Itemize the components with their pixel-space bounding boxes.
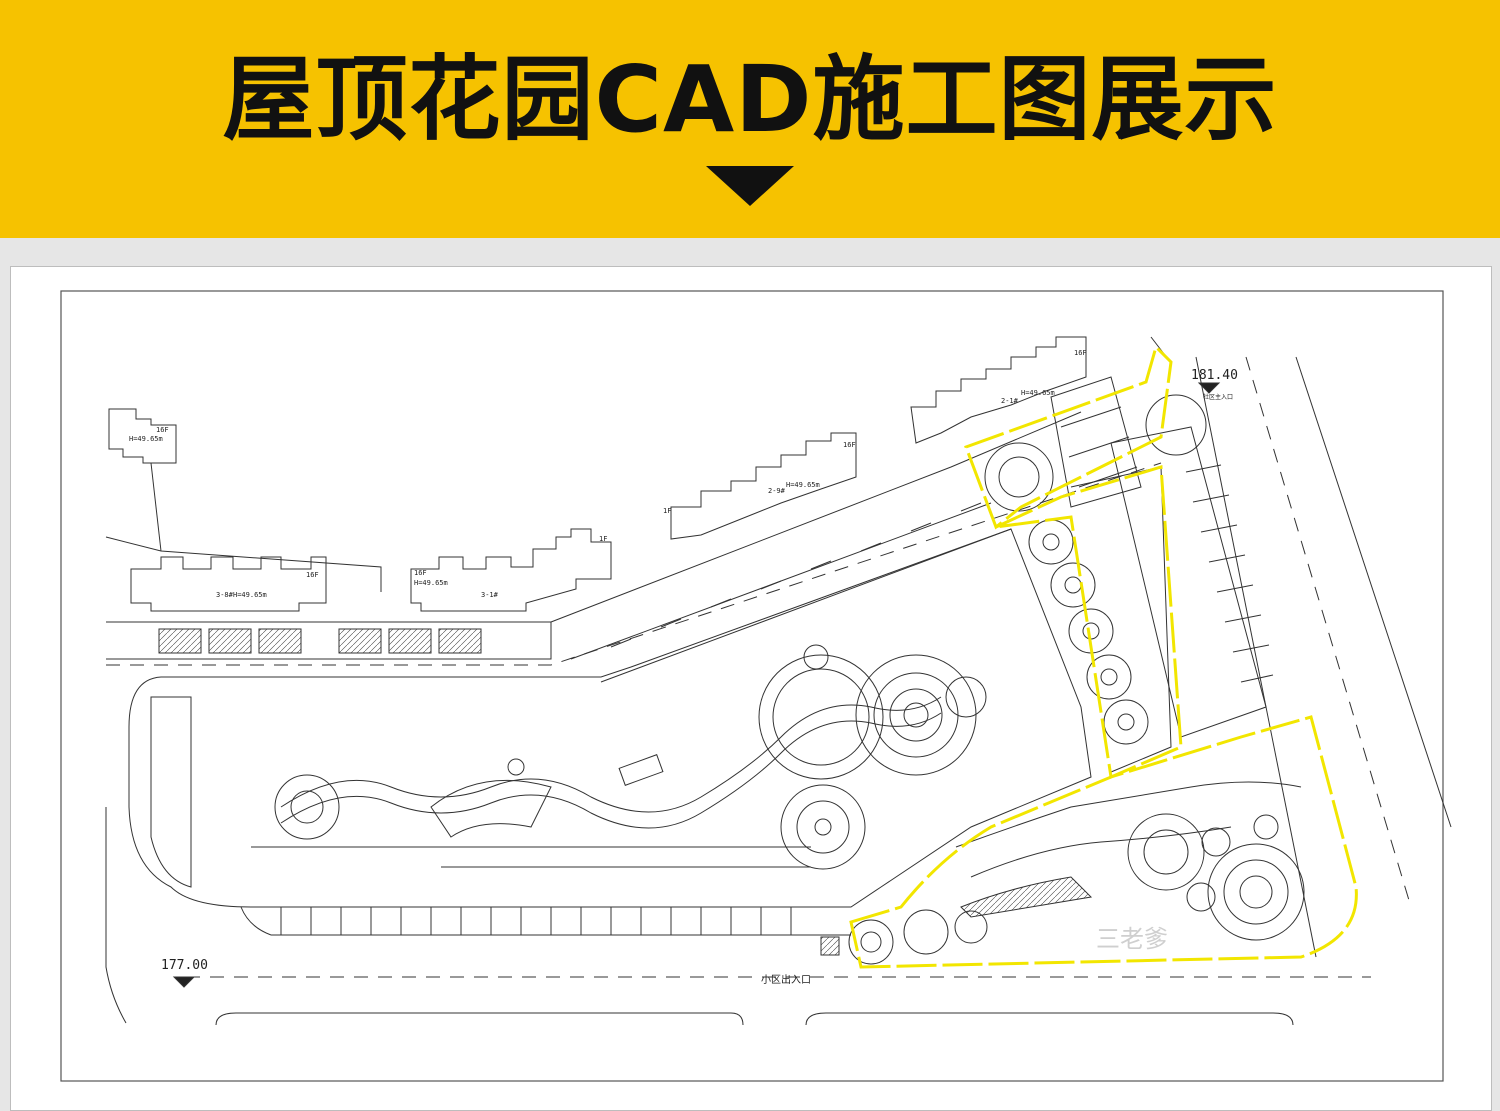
building-height-3-8: H=49.65m bbox=[233, 591, 267, 599]
building-label-3-1: 3-1# bbox=[481, 591, 499, 599]
building-height-2-9: H=49.65m bbox=[786, 481, 820, 489]
header-banner: 屋顶花园CAD施工图展示 bbox=[0, 0, 1500, 238]
building-floors-3-1: 16F bbox=[414, 569, 427, 577]
elevation-label-left: 177.00 bbox=[161, 958, 208, 973]
page-title: 屋顶花园CAD施工图展示 bbox=[222, 46, 1278, 153]
building-3-8 bbox=[130, 556, 327, 612]
building-3-1 bbox=[410, 528, 612, 612]
building-height-3-1: H=49.65m bbox=[414, 579, 448, 587]
elevation-label-right: 181.40 bbox=[1191, 368, 1238, 383]
garden-boundary-center bbox=[995, 465, 1183, 780]
building-label-2-1: 2-1# bbox=[1001, 397, 1019, 405]
garden-boundary-east bbox=[849, 715, 1358, 969]
building-label-2-9: 2-9# bbox=[768, 487, 786, 495]
road-top-dashed bbox=[106, 462, 1162, 666]
road-curb-left bbox=[105, 807, 127, 1024]
building-height-nw: H=49.65m bbox=[129, 435, 163, 443]
road-right-1 bbox=[1195, 356, 1317, 958]
road-curb-bottom-left bbox=[215, 1012, 744, 1026]
building-label-3-8: 3-8# bbox=[216, 591, 234, 599]
guide-line-nw bbox=[150, 462, 162, 552]
building-height-2-1: H=49.65m bbox=[1021, 389, 1055, 397]
road-right-3 bbox=[1295, 356, 1452, 828]
site-plan: 177.00 181.40 小区出入口 社区主入口 三老爹 3-8# H=49.… bbox=[60, 290, 1452, 1082]
road-curb-bottom-right bbox=[805, 1012, 1294, 1026]
triangle-down-icon bbox=[706, 166, 794, 206]
podium-west bbox=[128, 528, 1092, 908]
building-2-9 bbox=[670, 432, 857, 540]
floor-mark-2: 1F bbox=[663, 507, 671, 515]
parking-strip-diagonal bbox=[550, 411, 1082, 683]
building-2-1 bbox=[910, 336, 1087, 444]
building-floors-2-9: 16F bbox=[843, 441, 856, 449]
drawing-frame bbox=[60, 290, 1444, 1082]
entrance-label: 小区出入口 bbox=[761, 973, 811, 986]
garden-path bbox=[280, 696, 942, 813]
building-floors-nw: 16F bbox=[156, 426, 169, 434]
floor-mark-1: 1F bbox=[599, 535, 607, 543]
entrance-label-right: 社区主入口 bbox=[1203, 393, 1233, 401]
drawing-sheet: 177.00 181.40 小区出入口 社区主入口 三老爹 3-8# H=49.… bbox=[10, 266, 1492, 1111]
watermark: 三老爹 bbox=[1096, 925, 1168, 953]
parking-strip-west bbox=[106, 621, 552, 660]
building-nw bbox=[108, 408, 177, 464]
building-floors-2-1: 16F bbox=[1074, 349, 1087, 357]
building-floors-3-8: 16F bbox=[306, 571, 319, 579]
